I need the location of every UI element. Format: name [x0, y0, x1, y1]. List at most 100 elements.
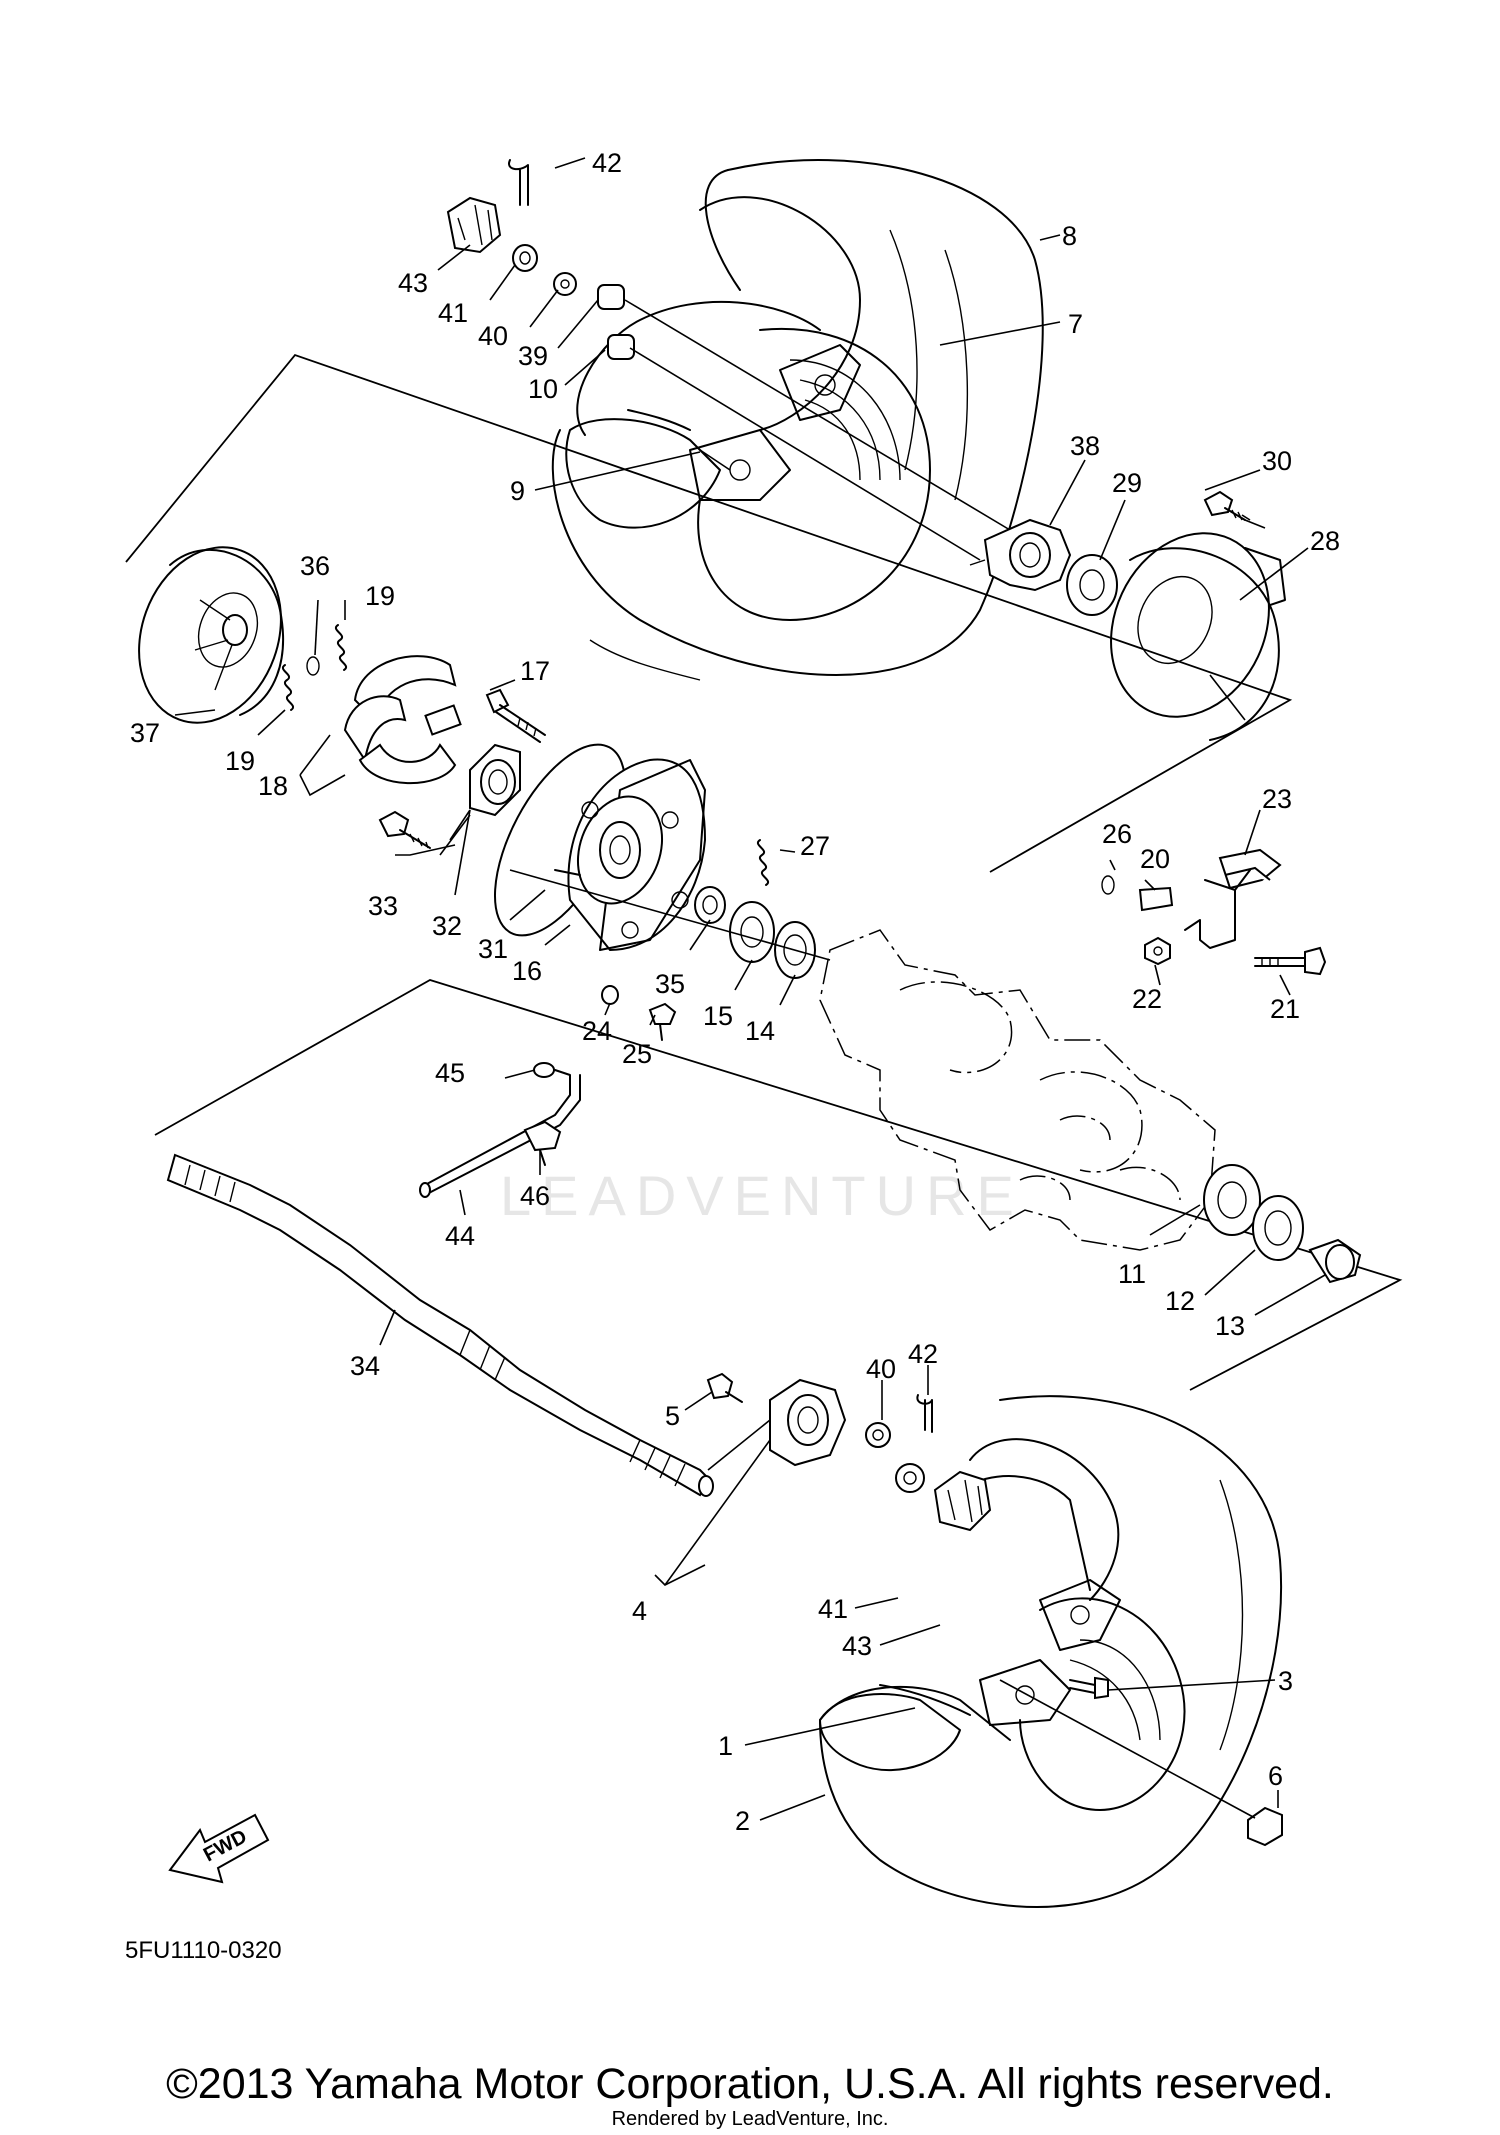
clamp-45: [533, 1062, 555, 1078]
bearing-29: [1066, 554, 1118, 616]
callout-23: 23: [1262, 784, 1292, 814]
callout-30: 30: [1262, 446, 1292, 476]
callout-26: 26: [1102, 819, 1132, 849]
bearing-11: [1203, 1164, 1261, 1236]
nut-41-top-hole: [519, 251, 531, 265]
leader-lines: [174, 157, 1326, 1821]
oil-seal-32: [469, 743, 521, 817]
nut-41-top: [512, 244, 538, 272]
callout-46: 46: [520, 1181, 550, 1211]
lower-tire: [819, 1395, 1283, 1908]
brake-group-box: [125, 353, 1293, 873]
callout-16: 16: [512, 956, 542, 986]
spring-27: [757, 839, 769, 886]
callout-43b: 43: [842, 1631, 872, 1661]
callout-20: 20: [1140, 844, 1170, 874]
callout-44: 44: [445, 1221, 475, 1251]
callout-22: 22: [1132, 984, 1162, 1014]
washer-24: [601, 985, 619, 1005]
upper-tire: [551, 159, 1044, 681]
callout-5: 5: [665, 1401, 680, 1431]
callout-7: 7: [1068, 309, 1083, 339]
callout-37: 37: [130, 718, 160, 748]
callout-12: 12: [1165, 1286, 1195, 1316]
axle-centerline: [509, 869, 831, 961]
callout-33: 33: [368, 891, 398, 921]
callout-21: 21: [1270, 994, 1300, 1024]
callout-11: 11: [1118, 1259, 1146, 1289]
lower-wheel-rim: [959, 1438, 1186, 1811]
clip-26: [1101, 875, 1115, 895]
nut-41-bottom-hole: [903, 1471, 917, 1485]
callout-34: 34: [350, 1351, 380, 1381]
callout-24: 24: [582, 1016, 612, 1046]
callout-43: 43: [398, 268, 428, 298]
callout-labels: 42 43 41 40 39 10 8 7 9 38 29 30 28 36 1…: [130, 148, 1340, 1836]
render-credit: Rendered by LeadVenture, Inc.: [611, 2108, 889, 2130]
bolt-25: [648, 1002, 677, 1041]
clip-36: [306, 656, 320, 676]
brake-drum-cover-28: [1110, 532, 1286, 741]
seal-35-inner: [702, 895, 718, 915]
callout-10: 10: [528, 374, 558, 404]
callout-3: 3: [1278, 1666, 1293, 1696]
stud-3: [1069, 1676, 1109, 1700]
nut-6: [1247, 1806, 1283, 1847]
callout-35: 35: [655, 969, 685, 999]
nut-10: [607, 334, 635, 360]
nut-22: [1144, 936, 1171, 966]
upper-wheel-rim: [576, 196, 931, 621]
hub-38: [969, 518, 1072, 592]
callout-32: 32: [432, 911, 462, 941]
stud-5: [706, 1372, 743, 1403]
callout-6: 6: [1268, 1761, 1283, 1791]
bolt-33: [378, 810, 431, 849]
callout-36: 36: [300, 551, 330, 581]
washer-40-top-hole: [560, 279, 570, 289]
callout-29: 29: [1112, 468, 1142, 498]
callout-45: 45: [435, 1058, 465, 1088]
callout-25: 25: [622, 1039, 652, 1069]
callout-19b: 19: [225, 746, 255, 776]
bolt-21: [1254, 946, 1327, 976]
plate-20: [1138, 886, 1174, 912]
lower-tire-bead: [819, 1684, 971, 1772]
collar-39: [597, 284, 625, 310]
axle-housing: [819, 929, 1216, 1251]
nut-41-bottom: [895, 1463, 925, 1493]
callout-42: 42: [592, 148, 622, 178]
callout-18: 18: [258, 771, 288, 801]
callout-42b: 42: [908, 1339, 938, 1369]
axle-housing-group-box: [154, 979, 1403, 1391]
assembly-line-10: [629, 347, 981, 561]
breather-hose-44: [419, 1069, 581, 1198]
spring-19-lower: [282, 664, 294, 711]
callout-38: 38: [1070, 431, 1100, 461]
brake-drum-37: [138, 546, 284, 724]
bearing-15: [729, 901, 775, 963]
cotter-pin-42-top: [508, 159, 529, 206]
callout-1: 1: [718, 1731, 733, 1761]
callout-19a: 19: [365, 581, 395, 611]
copyright-footer: ©2013 Yamaha Motor Corporation, U.S.A. A…: [166, 2060, 1334, 2108]
callout-41: 41: [438, 298, 468, 328]
castle-nut-43-top: [446, 196, 502, 254]
bracket-23: [1184, 848, 1282, 949]
callout-27: 27: [800, 831, 830, 861]
callout-15: 15: [703, 1001, 733, 1031]
bolt-30: [1203, 490, 1246, 521]
callout-9: 9: [510, 476, 525, 506]
callout-4: 4: [632, 1596, 647, 1626]
washer-40-top: [553, 272, 577, 296]
callout-39: 39: [518, 341, 548, 371]
callout-2: 2: [735, 1806, 750, 1836]
collar-13: [1308, 1238, 1362, 1284]
washer-40-bottom: [865, 1422, 891, 1448]
seal-35: [694, 886, 726, 924]
holder-46: [523, 1120, 562, 1166]
upper-tire-bead: [565, 409, 721, 529]
oil-seal-12: [1252, 1195, 1304, 1261]
brake-backing-plate-16: [554, 758, 707, 952]
callout-8: 8: [1062, 221, 1077, 251]
